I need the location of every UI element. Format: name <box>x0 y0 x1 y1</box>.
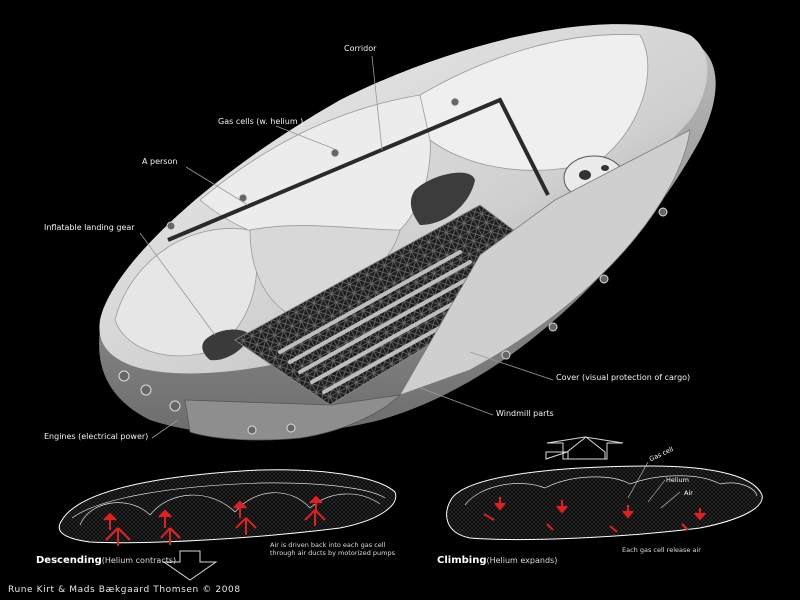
cover-label: Cover (visual protection of cargo) <box>556 373 691 382</box>
airship-hull <box>99 24 716 441</box>
person-label: A person <box>142 157 178 166</box>
descending-diagram <box>58 469 397 546</box>
descending-note: Air is driven back into each gas cell th… <box>270 541 395 557</box>
credit-text: Rune Kirt & Mads Bækgaard Thomsen © 2008 <box>8 585 241 595</box>
windmill-parts-label: Windmill parts <box>496 409 554 418</box>
descending-note-line2: through air ducts by motorized pumps <box>270 549 395 557</box>
leader-lines <box>139 55 554 439</box>
climbing-note: Each gas cell release air <box>622 546 701 554</box>
climbing-diagram <box>446 461 763 541</box>
descending-title: Descending(Helium contracts) <box>36 555 176 566</box>
climbing-title-text: Climbing <box>437 555 487 566</box>
climbing-arrows <box>483 497 706 533</box>
climbing-subtitle: (Helium expands) <box>486 556 558 565</box>
landing-gear-label: Inflatable landing gear <box>44 223 135 232</box>
climbing-title: Climbing(Helium expands) <box>437 555 557 566</box>
descending-note-line1: Air is driven back into each gas cell <box>270 541 386 549</box>
engines-label: Engines (electrical power) <box>44 432 149 441</box>
corridor-label: Corridor <box>344 44 377 53</box>
down-arrow-icon <box>162 550 218 581</box>
helium-label: Helium <box>666 476 689 484</box>
descending-arrows <box>103 495 326 546</box>
up-arrow-icon <box>545 436 606 460</box>
descending-subtitle: (Helium contracts) <box>101 556 177 565</box>
air-label: Air <box>684 489 693 497</box>
gas-cells-label: Gas cells (w. helium ) <box>218 117 304 126</box>
descending-title-text: Descending <box>36 555 102 566</box>
